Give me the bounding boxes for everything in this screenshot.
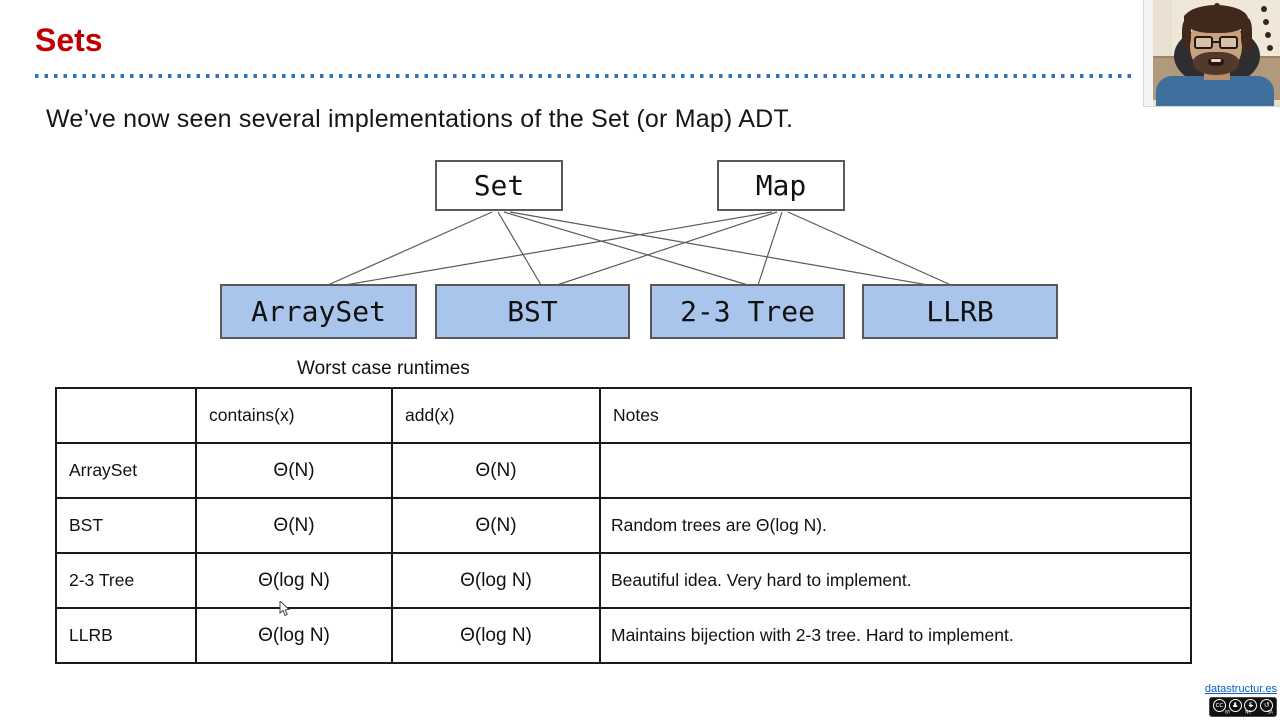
- webcam-window-light: [1144, 0, 1153, 106]
- table-header-blank: [57, 389, 197, 444]
- table-row-name: 2-3 Tree: [57, 554, 197, 609]
- cc-sa-icon: ↺: [1260, 699, 1274, 712]
- runtime-table: contains(x) add(x) Notes ArraySet Θ(N) Θ…: [55, 387, 1192, 664]
- webcam-presenter-glasses: [1194, 36, 1238, 50]
- impl-box-23tree-label: 2-3 Tree: [680, 295, 815, 328]
- datastructur-es-link[interactable]: datastructur.es: [1204, 683, 1277, 695]
- cc-nc-icon: $: [1244, 699, 1258, 712]
- impl-box-arrayset: ArraySet: [220, 284, 417, 339]
- table-cell-add: Θ(log N): [393, 609, 601, 664]
- adt-box-map: Map: [717, 160, 845, 211]
- impl-box-arrayset-label: ArraySet: [251, 295, 386, 328]
- table-cell-contains: Θ(log N): [197, 609, 393, 664]
- table-cell-contains: Θ(N): [197, 444, 393, 499]
- table-header-notes: Notes: [601, 389, 1192, 444]
- webcam-presenter-hair: [1184, 5, 1248, 33]
- table-row-name: ArraySet: [57, 444, 197, 499]
- webcam-bead: [1263, 19, 1269, 25]
- cc-by-icon: ♟: [1228, 699, 1242, 712]
- presenter-webcam: [1143, 0, 1280, 107]
- adt-box-set: Set: [435, 160, 563, 211]
- table-cell-add: Θ(N): [393, 499, 601, 554]
- cc-logo-icon: cc: [1212, 699, 1226, 712]
- adt-box-set-label: Set: [473, 169, 525, 202]
- table-row-name: BST: [57, 499, 197, 554]
- table-cell-notes: Beautiful idea. Very hard to implement.: [601, 554, 1192, 609]
- table-header-contains: contains(x): [197, 389, 393, 444]
- mouse-cursor-icon: [279, 601, 291, 617]
- impl-box-llrb: LLRB: [862, 284, 1058, 339]
- table-cell-contains: Θ(log N): [197, 554, 393, 609]
- table-cell-contains: Θ(N): [197, 499, 393, 554]
- table-caption: Worst case runtimes: [297, 358, 470, 379]
- adt-box-map-label: Map: [755, 169, 807, 202]
- table-cell-add: Θ(log N): [393, 554, 601, 609]
- glasses-lens: [1194, 36, 1213, 49]
- table-cell-notes: Maintains bijection with 2-3 tree. Hard …: [601, 609, 1192, 664]
- webcam-presenter-teeth: [1211, 59, 1221, 62]
- cc-by-label: BY: [1225, 710, 1231, 715]
- title-dotted-rule: [35, 74, 1136, 78]
- webcam-presenter-mouth: [1208, 58, 1224, 66]
- webcam-bead: [1265, 32, 1271, 38]
- cc-sa-label: SA: [1267, 710, 1273, 715]
- table-row-name: LLRB: [57, 609, 197, 664]
- table-cell-notes: Random trees are Θ(log N).: [601, 499, 1192, 554]
- cc-nc-label: NC: [1245, 710, 1252, 715]
- page-title: Sets: [35, 22, 103, 58]
- webcam-bead: [1267, 45, 1273, 51]
- impl-box-23tree: 2-3 Tree: [650, 284, 845, 339]
- impl-box-bst-label: BST: [507, 295, 558, 328]
- table-header-add: add(x): [393, 389, 601, 444]
- webcam-presenter-hair: [1241, 18, 1252, 50]
- impl-box-bst: BST: [435, 284, 630, 339]
- webcam-bead: [1261, 6, 1267, 12]
- glasses-lens: [1219, 36, 1238, 49]
- impl-box-llrb-label: LLRB: [926, 295, 994, 328]
- webcam-presenter-shirt: [1156, 76, 1274, 106]
- cc-badge-sublabels: BY NC SA: [1224, 709, 1274, 716]
- intro-sentence: We’ve now seen several implementations o…: [46, 105, 794, 133]
- table-cell-add: Θ(N): [393, 444, 601, 499]
- webcam-presenter-hair: [1182, 20, 1191, 48]
- cc-license-badge[interactable]: cc ♟ $ ↺ BY NC SA: [1209, 697, 1277, 717]
- table-cell-notes: [601, 444, 1192, 499]
